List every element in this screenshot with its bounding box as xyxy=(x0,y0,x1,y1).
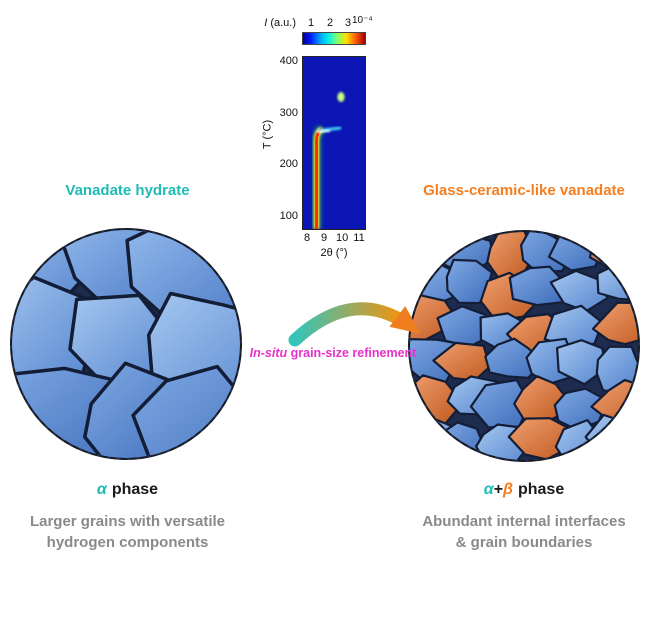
heatmap-plot xyxy=(302,56,366,230)
colorbar-axis-label: I (a.u.) xyxy=(238,17,296,29)
intensity-units: (a.u.) xyxy=(267,17,296,29)
right-caption-line2: & grain boundaries xyxy=(455,534,593,551)
phase-word: phase xyxy=(111,481,159,498)
intensity-symbol: I xyxy=(264,17,268,29)
colorbar-tick: 1 xyxy=(307,17,315,29)
colorbar-tick: 3 xyxy=(344,17,352,29)
left-caption-line1: Larger grains with versatile xyxy=(29,513,226,530)
alpha-beta-grains-image xyxy=(410,232,638,460)
y-tick: 100 xyxy=(279,210,298,222)
plus-sign: + xyxy=(493,481,504,498)
y-tick: 200 xyxy=(279,158,298,170)
alpha-phase-micrograph xyxy=(10,228,242,460)
beta-symbol: β xyxy=(503,481,513,498)
x-tick: 11 xyxy=(353,232,365,244)
transition-label-prefix: In-situ xyxy=(249,346,288,360)
x-tick: 9 xyxy=(320,232,328,244)
alpha-grains-image xyxy=(12,230,240,458)
left-caption: Larger grains with versatile hydrogen co… xyxy=(5,511,250,553)
alpha-symbol: α xyxy=(96,481,107,498)
alpha-symbol: α xyxy=(483,481,494,498)
colorbar-exponent: 10⁻⁴ xyxy=(352,15,373,26)
colorbar xyxy=(302,32,366,45)
colorbar-tick: 2 xyxy=(326,17,334,29)
right-caption: Abundant internal interfaces & grain bou… xyxy=(395,511,650,553)
phase-word: phase xyxy=(517,481,565,498)
left-panel-title: Vanadate hydrate xyxy=(65,182,190,199)
right-caption-line1: Abundant internal interfaces xyxy=(422,513,626,530)
x-axis-label: 2θ (°) xyxy=(320,247,348,259)
transition-label: In-situ grain-size refinement xyxy=(233,346,433,360)
x-tick: 8 xyxy=(303,232,311,244)
y-tick: 400 xyxy=(279,55,298,67)
y-tick: 300 xyxy=(279,107,298,119)
right-panel-title: Glass-ceramic-like vanadate xyxy=(423,182,625,199)
transition-label-rest: grain-size refinement xyxy=(287,346,417,360)
heatmap-image xyxy=(303,57,365,229)
left-caption-line2: hydrogen components xyxy=(46,534,209,551)
transition-arrow xyxy=(283,288,423,352)
alpha-beta-phase-micrograph xyxy=(408,230,640,462)
y-axis-label: T (°C) xyxy=(261,119,274,150)
curved-arrow-icon xyxy=(288,302,421,347)
x-tick: 10 xyxy=(336,232,349,244)
